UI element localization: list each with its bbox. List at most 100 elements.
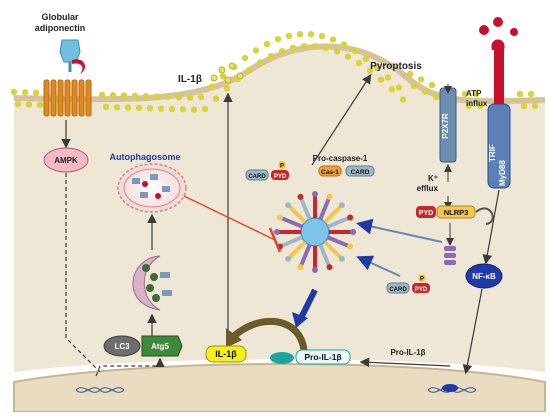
nlrp3-domain bbox=[436, 205, 476, 219]
lipid-head bbox=[417, 76, 425, 83]
nlrp3-pyd-label: PYD bbox=[419, 210, 433, 217]
lipid-head bbox=[252, 47, 260, 54]
pro-caspase-card bbox=[345, 165, 375, 177]
lipid-head bbox=[355, 59, 363, 67]
tlr-receptor-group: TRIF MyD88 bbox=[479, 17, 518, 189]
dna-right-icon bbox=[427, 384, 477, 393]
inflammasome-spoke bbox=[286, 240, 307, 261]
caspase-cleavage-arrow bbox=[297, 288, 318, 322]
lc3-node bbox=[103, 335, 141, 357]
pro-il1b-label: Pro-IL-1β bbox=[304, 352, 341, 362]
atg5-label: Atg5 bbox=[151, 342, 169, 351]
lipid-head bbox=[190, 106, 198, 113]
inflammasome-spoke-tip bbox=[338, 202, 345, 209]
lipid-head bbox=[223, 85, 231, 92]
nlrp3-to-inflammasome-arrow bbox=[356, 218, 443, 243]
lipid-head bbox=[476, 102, 484, 110]
lipid-head bbox=[307, 31, 315, 38]
cas1-domain bbox=[318, 165, 342, 177]
lipid-head bbox=[329, 36, 337, 43]
inflammasome-spoke-tip bbox=[350, 229, 356, 235]
globular-label: Globular bbox=[41, 12, 78, 22]
lipid-head bbox=[113, 103, 121, 111]
tlr-ectodomain-icon bbox=[491, 39, 505, 50]
lipid-head bbox=[36, 101, 44, 108]
lipid-head bbox=[351, 47, 359, 55]
inflammasome-spoke-tip bbox=[347, 243, 354, 250]
lipid-head bbox=[146, 105, 154, 112]
lipid-head bbox=[289, 44, 297, 52]
lipid-head bbox=[311, 43, 319, 50]
lipid-head bbox=[14, 100, 22, 108]
inflammasome-spoke-tip bbox=[274, 229, 280, 235]
asc-card-bottom bbox=[386, 282, 410, 294]
lipid-head bbox=[102, 103, 110, 111]
asc-pyd-bottom bbox=[412, 283, 430, 293]
lipid-head bbox=[168, 105, 176, 113]
lipid-head bbox=[212, 95, 220, 102]
nlrp3-oligomer-icon bbox=[444, 246, 456, 265]
lipid-head bbox=[300, 42, 308, 50]
lipid-head bbox=[465, 102, 473, 110]
lipid-head bbox=[461, 90, 469, 98]
lipid-head bbox=[373, 64, 381, 71]
inflammasome-complex bbox=[274, 191, 356, 273]
trif-label: TRIF bbox=[488, 144, 497, 162]
lipid-head bbox=[527, 90, 535, 98]
lipid-head bbox=[410, 82, 418, 90]
inflammasome-spoke bbox=[298, 196, 312, 220]
inflammasome-spoke bbox=[323, 203, 344, 224]
lipid-head bbox=[366, 67, 374, 75]
inflammasome-spoke bbox=[318, 196, 332, 220]
nlrp3-label: NLRP3 bbox=[444, 208, 469, 217]
trif-myd88-box bbox=[487, 103, 511, 189]
pyroptosis-label: Pyroptosis bbox=[370, 61, 422, 72]
lipid-head bbox=[135, 104, 143, 112]
pro-il1b-node bbox=[295, 349, 351, 365]
lipid-head bbox=[432, 93, 440, 101]
lipid-head bbox=[384, 74, 392, 81]
adiponectin-red-icon bbox=[72, 59, 86, 74]
cytoplasm bbox=[14, 46, 545, 372]
lipid-head bbox=[21, 89, 29, 96]
lipid-head bbox=[219, 73, 227, 80]
efflux-label: efflux bbox=[417, 184, 439, 193]
phagophore-icon bbox=[132, 255, 172, 311]
inflammasome-spoke-tip bbox=[312, 267, 318, 273]
lrr-coil-icon bbox=[475, 207, 494, 225]
autophagosome-label: Autophagosome bbox=[110, 152, 181, 162]
lipid-head bbox=[285, 32, 293, 40]
nfkb-label: NF-κB bbox=[472, 272, 496, 281]
p2x7r-label: P2X7R bbox=[441, 113, 450, 139]
inhibition-bar bbox=[268, 227, 282, 253]
adiponectin-icon bbox=[59, 39, 81, 63]
lipid-head bbox=[25, 101, 33, 108]
inflammasome-spoke-tip bbox=[285, 202, 292, 209]
autophagosome-vesicle bbox=[117, 163, 187, 213]
ligand-dot-icon bbox=[479, 25, 489, 35]
inflammasome-spoke bbox=[327, 235, 351, 249]
k-plus-label: K⁺ bbox=[428, 174, 438, 183]
inflammasome-spoke bbox=[318, 244, 332, 268]
ampk-dashed-arrow bbox=[65, 173, 101, 373]
inflammasome-spoke bbox=[327, 215, 351, 229]
lipid-head bbox=[109, 91, 117, 99]
pro-caspase-card-label: CARD bbox=[351, 169, 370, 176]
phospho-bottom-icon bbox=[418, 274, 426, 282]
inflammasome-spokes bbox=[274, 191, 356, 273]
nlrp3-pyd bbox=[416, 206, 436, 218]
lipid-head bbox=[278, 47, 286, 55]
atp-label: ATP bbox=[466, 89, 482, 98]
lipid-head bbox=[340, 41, 348, 48]
lipid-head bbox=[142, 93, 150, 100]
lipid-head bbox=[179, 106, 187, 113]
lipid-head bbox=[124, 104, 132, 111]
lipid-head bbox=[516, 90, 524, 98]
lipid-head bbox=[421, 88, 429, 95]
lipid-head bbox=[531, 102, 539, 110]
ampk-node bbox=[43, 147, 89, 173]
lipid-head bbox=[208, 83, 216, 90]
asc-card-bottom-label: CARD bbox=[389, 287, 407, 293]
il1b-secreted-dots bbox=[210, 62, 244, 84]
lipid-head bbox=[520, 102, 528, 110]
